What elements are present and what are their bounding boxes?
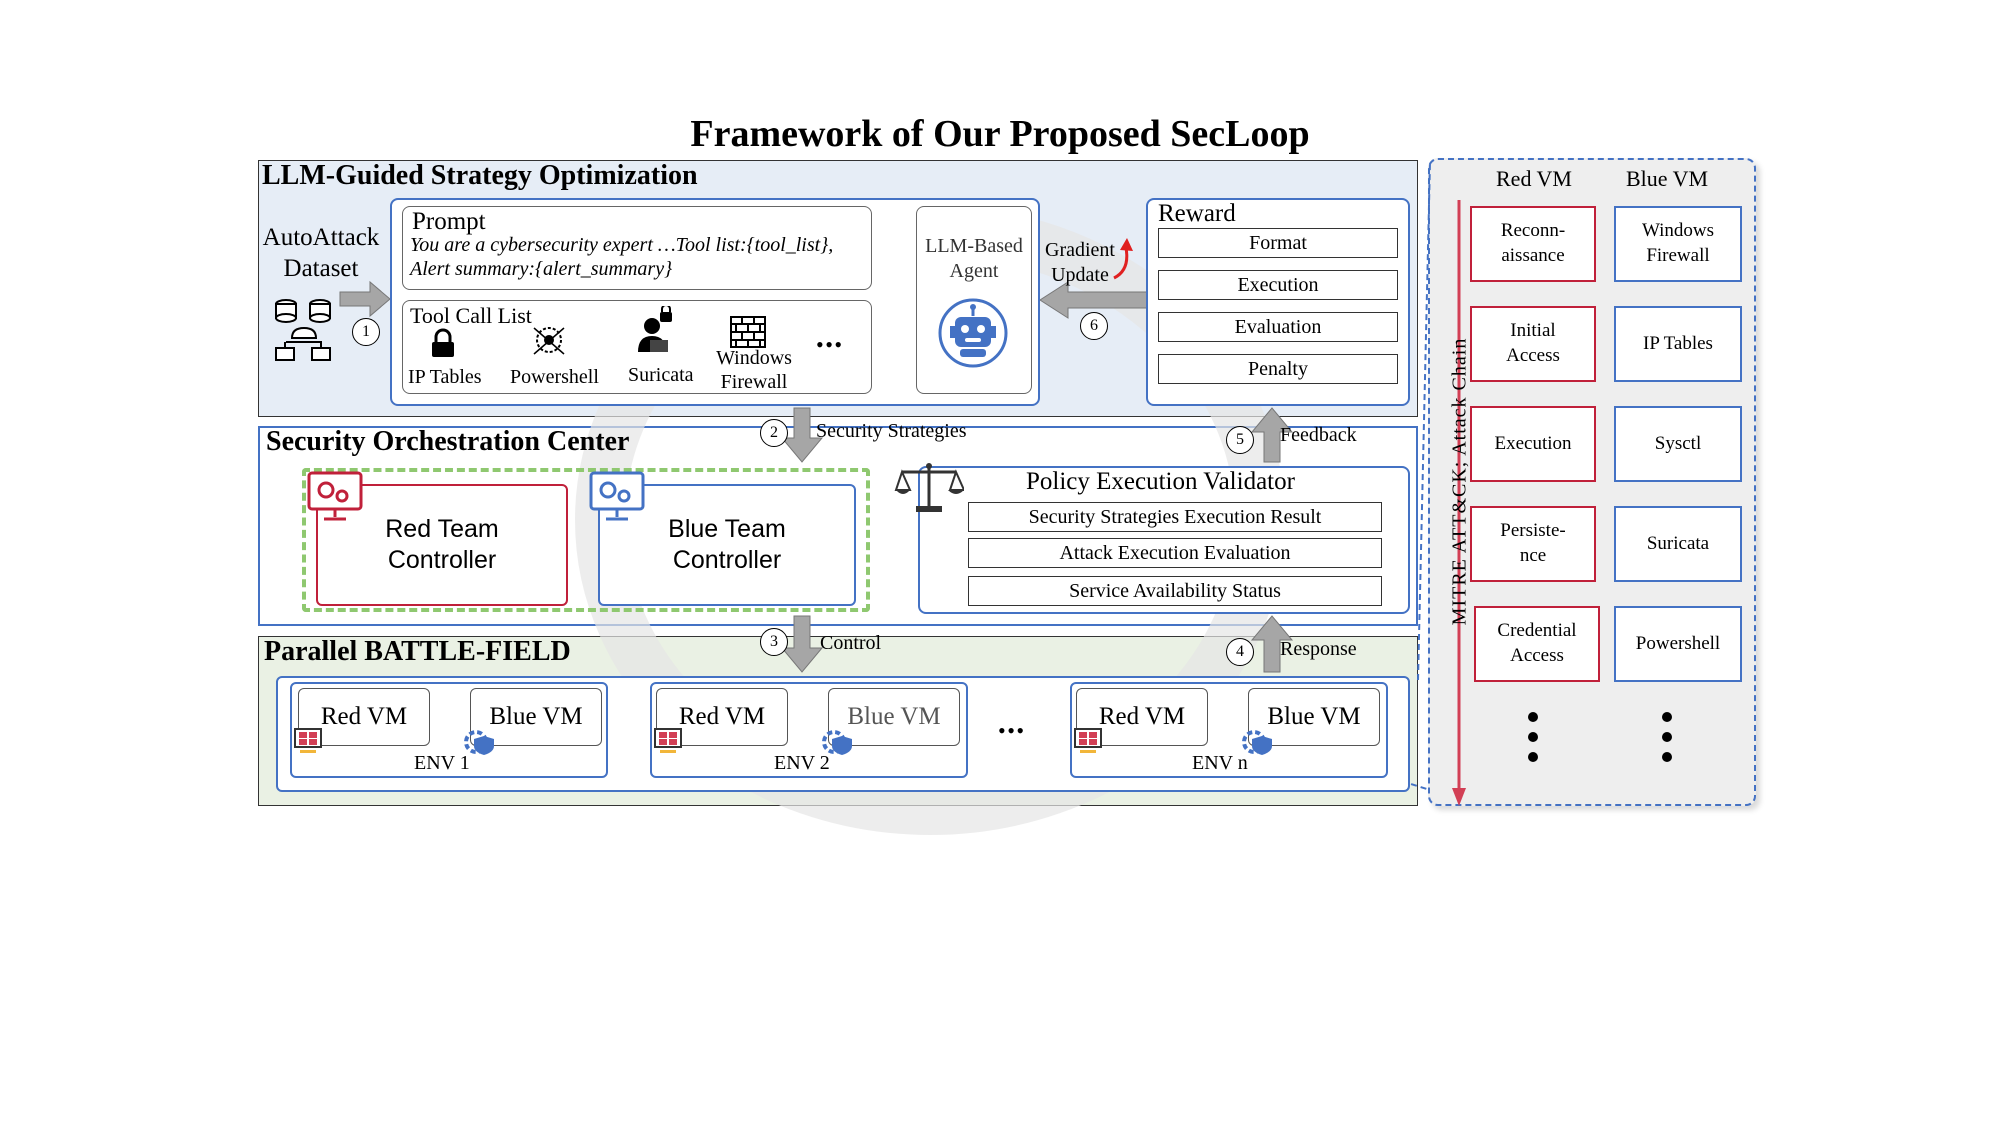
- chain-red-item-5: Credential Access: [1474, 606, 1600, 682]
- env-n-defender-icon: [1242, 728, 1276, 761]
- validator-heading: Policy Execution Validator: [1026, 468, 1295, 495]
- step-5-badge: 5: [1226, 426, 1254, 454]
- page-title: Framework of Our Proposed SecLoop: [690, 113, 1310, 155]
- blue-monitor-gear-icon: [588, 470, 646, 529]
- chain-red-item-4: Persiste- nce: [1470, 506, 1596, 582]
- env-2-attacker-icon: [654, 728, 682, 761]
- chain-red-item-3: Execution: [1470, 406, 1596, 482]
- response-label: Response: [1280, 638, 1357, 660]
- chain-red-more-icon: [1528, 712, 1538, 762]
- chain-blue-item-1: Windows Firewall: [1614, 206, 1742, 282]
- env-1-defender-icon: [464, 728, 498, 761]
- hacker-icon: [636, 304, 676, 361]
- security-strategies-label: Security Strategies: [816, 420, 967, 442]
- orchestration-title: Security Orchestration Center: [266, 426, 630, 457]
- chain-blue-item-3: Sysctl: [1614, 406, 1742, 482]
- step-1-badge: 1: [352, 318, 380, 346]
- tool-iptables: IP Tables: [408, 366, 482, 388]
- env-1-blue-vm: Blue VM: [470, 688, 602, 746]
- chain-blue-more-icon: [1662, 712, 1672, 762]
- red-monitor-gear-icon: [306, 470, 364, 529]
- validator-execution-result: Security Strategies Execution Result: [968, 502, 1382, 532]
- agent-label: LLM-Based Agent: [925, 235, 1023, 282]
- env-2-blue-vm: Blue VM: [828, 688, 960, 746]
- firewall-icon: [730, 316, 766, 353]
- prompt-box: [402, 206, 872, 290]
- reward-execution: Execution: [1158, 270, 1398, 300]
- env-n-red-vm: Red VM: [1076, 688, 1208, 746]
- prompt-heading: Prompt: [412, 208, 486, 235]
- gradient-update-label: Gradient Update: [1045, 239, 1115, 286]
- env-1-attacker-icon: [294, 728, 322, 761]
- validator-service-status: Service Availability Status: [968, 576, 1382, 606]
- database-network-icon: [272, 298, 336, 366]
- feedback-label: Feedback: [1280, 424, 1357, 446]
- prompt-line-1: You are a cybersecurity expert …Tool lis…: [410, 234, 834, 256]
- env-n-blue-vm: Blue VM: [1248, 688, 1380, 746]
- reward-heading: Reward: [1158, 200, 1236, 227]
- env-2-label: ENV 2: [774, 752, 830, 774]
- robot-icon: [938, 298, 1008, 373]
- reward-penalty: Penalty: [1158, 354, 1398, 384]
- validator-attack-evaluation: Attack Execution Evaluation: [968, 538, 1382, 568]
- chain-blue-header: Blue VM: [1626, 166, 1709, 191]
- step-4-badge: 4: [1226, 638, 1254, 666]
- tool-powershell: Powershell: [510, 366, 599, 388]
- env-n-label: ENV n: [1192, 752, 1248, 774]
- env-1-label: ENV 1: [414, 752, 470, 774]
- controller-group: [302, 468, 870, 612]
- llm-section-title: LLM-Guided Strategy Optimization: [262, 160, 698, 191]
- battlefield-title: Parallel BATTLE-FIELD: [264, 636, 571, 667]
- chain-blue-item-2: IP Tables: [1614, 306, 1742, 382]
- chain-blue-item-5: Powershell: [1614, 606, 1742, 682]
- tool-suricata: Suricata: [628, 364, 694, 386]
- env-2-defender-icon: [822, 728, 856, 761]
- chain-red-item-1: Reconn- aissance: [1470, 206, 1596, 282]
- control-label: Control: [820, 632, 882, 654]
- reward-evaluation: Evaluation: [1158, 312, 1398, 342]
- reward-format: Format: [1158, 228, 1398, 258]
- env-n-attacker-icon: [1074, 728, 1102, 761]
- tool-list-ellipsis: • • •: [816, 332, 842, 357]
- tool-call-list-heading: Tool Call List: [410, 303, 532, 328]
- tool-call-list-box: [402, 300, 872, 394]
- prompt-line-2: Alert summary:{alert_summary}: [410, 258, 673, 280]
- balance-scale-icon: [894, 460, 966, 519]
- powershell-bug-icon: [530, 322, 568, 363]
- chain-axis-label: MITRE ATT&CK; Attack Chain: [1448, 337, 1471, 626]
- lock-icon: [430, 328, 456, 363]
- chain-blue-item-4: Suricata: [1614, 506, 1742, 582]
- chain-red-header: Red VM: [1496, 166, 1572, 191]
- step-2-badge: 2: [760, 419, 788, 447]
- step-3-badge: 3: [760, 628, 788, 656]
- tool-windows-firewall: Windows Firewall: [716, 347, 792, 393]
- env-ellipsis: • • •: [998, 718, 1024, 743]
- chain-red-item-2: Initial Access: [1470, 306, 1596, 382]
- dataset-label: AutoAttack Dataset: [262, 224, 380, 283]
- step-6-badge: 6: [1080, 312, 1108, 340]
